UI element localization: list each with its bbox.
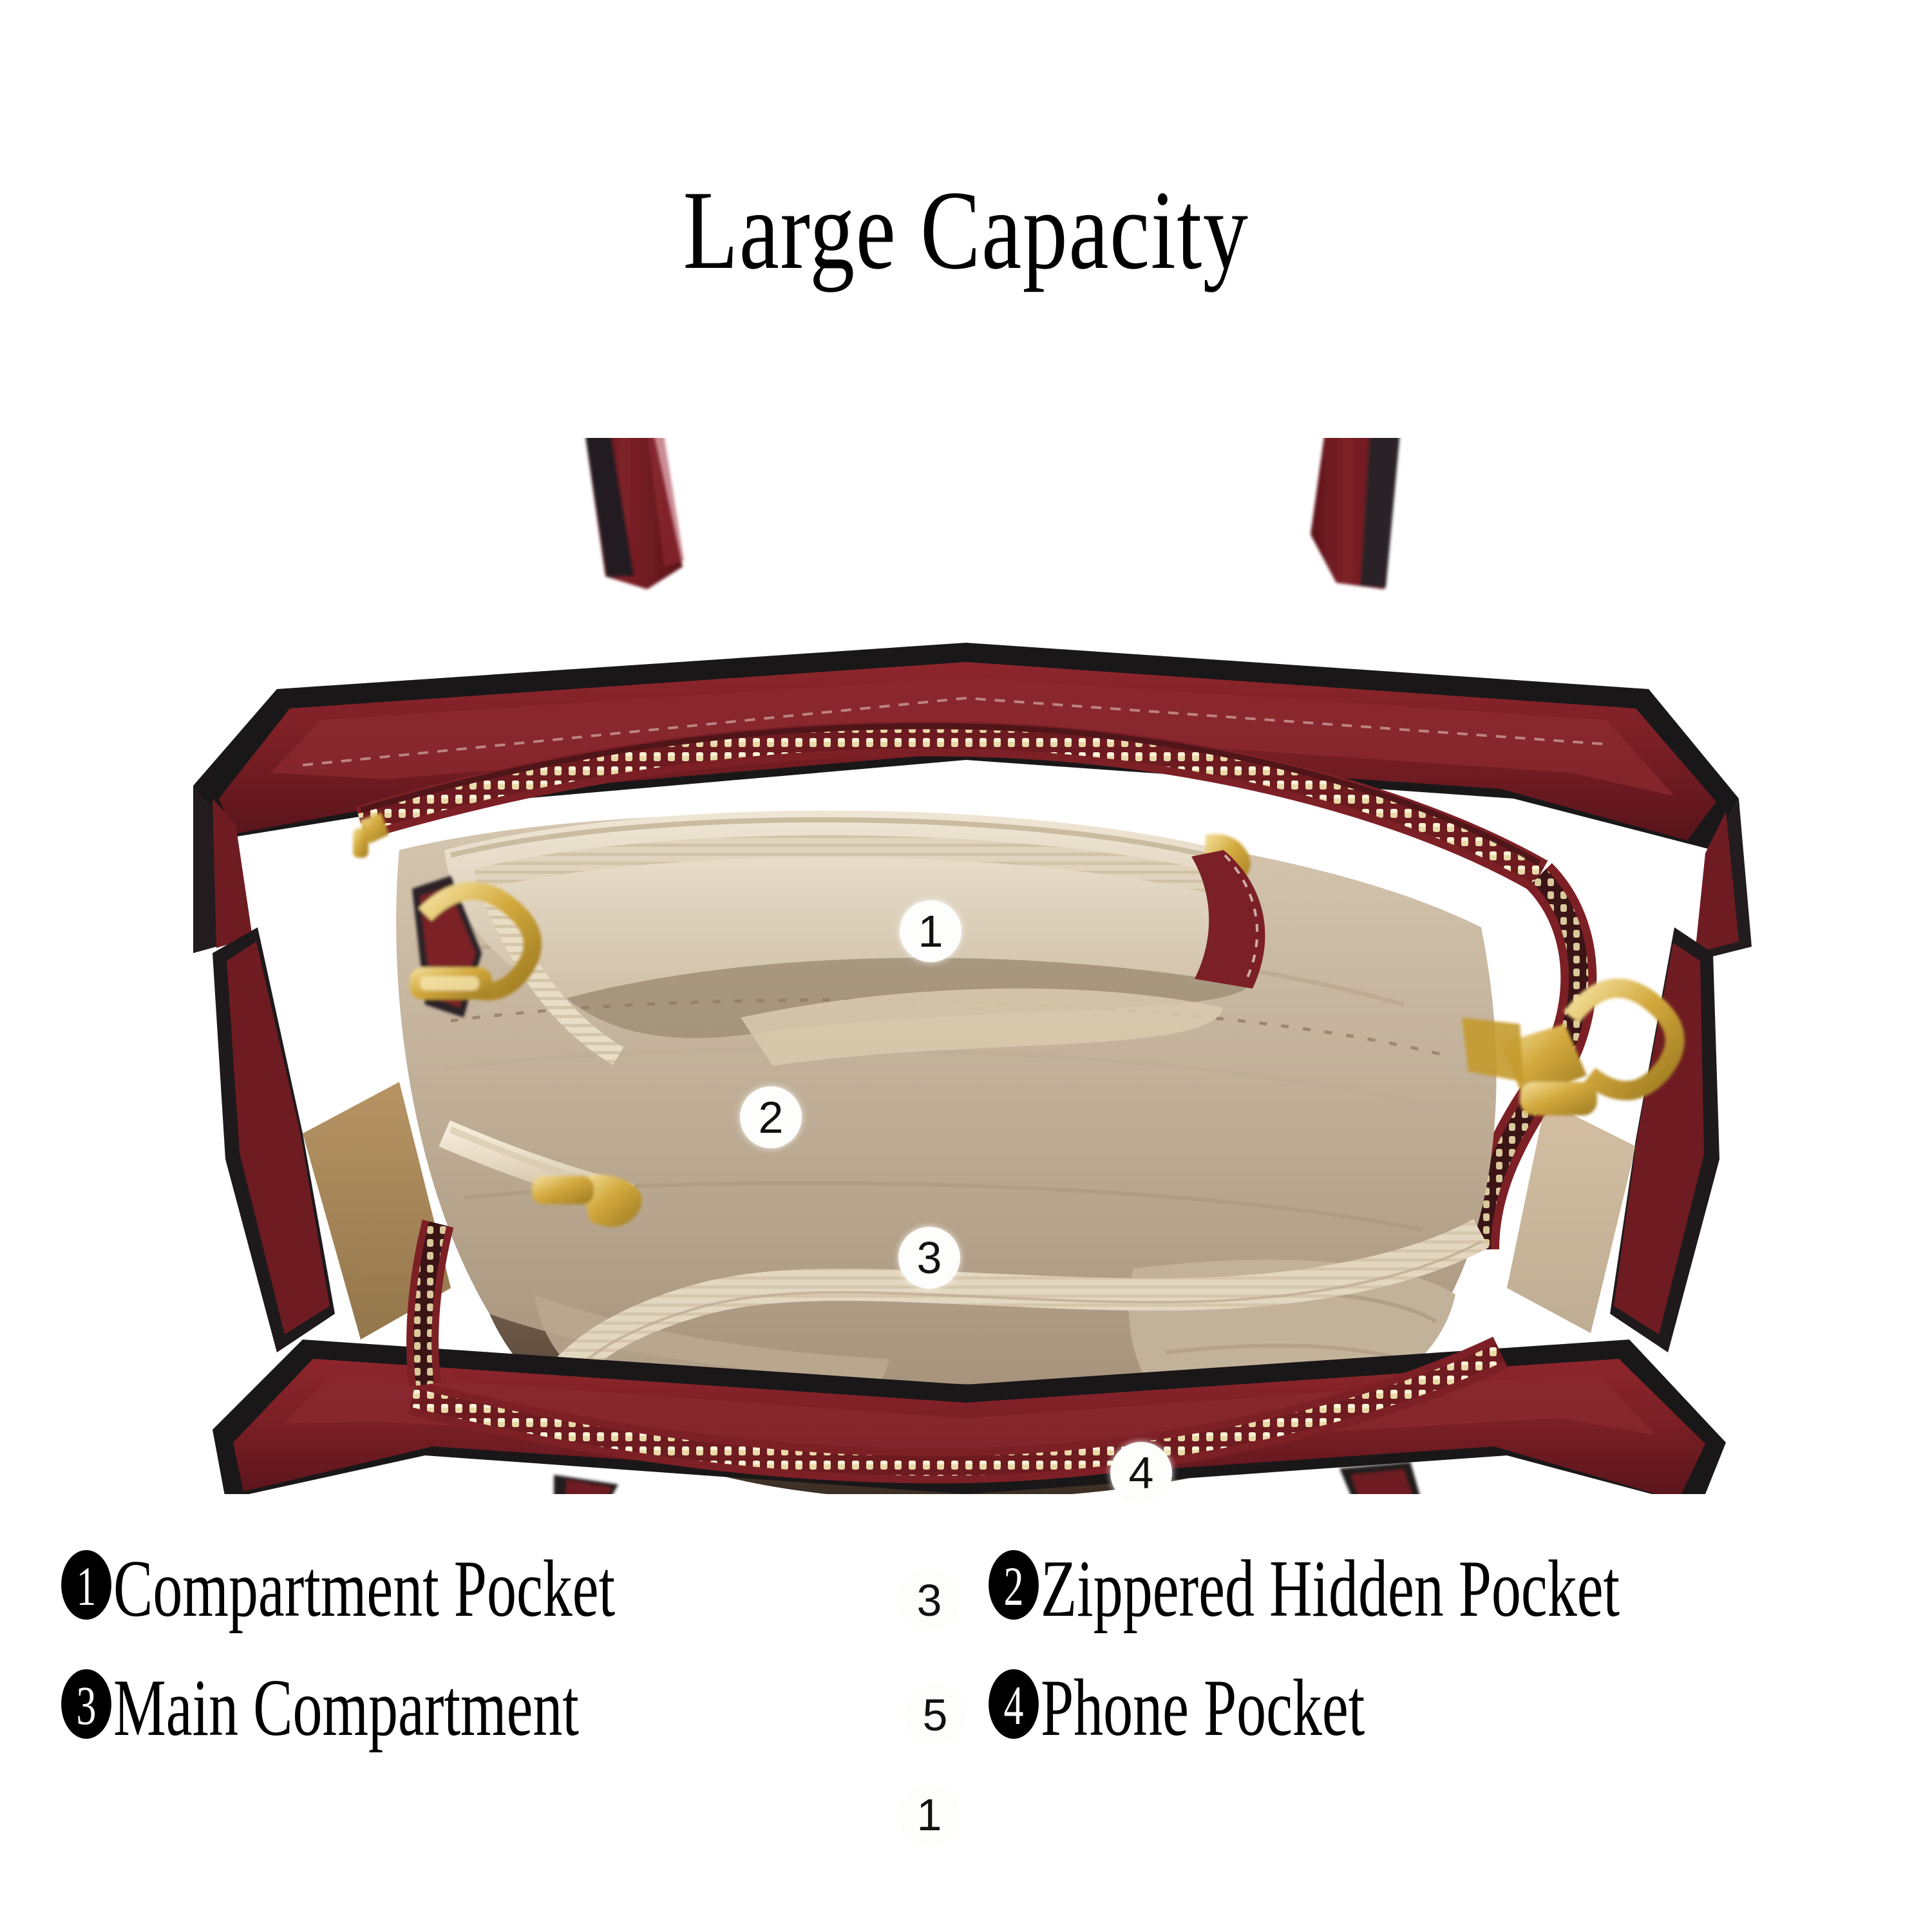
page-title: Large Capacity <box>683 167 1249 292</box>
legend-badge-2: 2 <box>989 1550 1039 1620</box>
phone-pocket-tape <box>541 1218 1489 1395</box>
callout-5: 5 <box>904 1684 966 1746</box>
legend-item-3: 3 Main Compartment <box>52 1662 979 1749</box>
legend-row-1: 1 Compartment Pocket 2 Zippered Hidden P… <box>52 1542 1906 1665</box>
legend: 1 Compartment Pocket 2 Zippered Hidden P… <box>0 1542 1932 1864</box>
center-zipper-divider <box>439 1120 642 1227</box>
product-image: 1 2 3 4 3 5 1 <box>0 438 1932 1846</box>
inner-pocket-upper <box>444 810 1263 1066</box>
handbag-illustration <box>0 438 1932 1494</box>
handle-top-left <box>585 438 684 589</box>
legend-badge-3: 3 <box>61 1669 111 1739</box>
legend-item-2: 2 Zippered Hidden Pocket <box>979 1542 1906 1630</box>
handle-bottom-right <box>1340 1462 1420 1494</box>
legend-label-4: Phone Pocket <box>1041 1663 1365 1753</box>
zipper-bottom-left <box>406 1219 454 1387</box>
callout-1-bottom: 1 <box>898 1784 960 1846</box>
callout-4: 4 <box>1110 1442 1172 1504</box>
legend-item-1: 1 Compartment Pocket <box>52 1542 979 1630</box>
legend-label-2: Zippered Hidden Pocket <box>1041 1544 1620 1634</box>
legend-item-4: 4 Phone Pocket <box>979 1662 1906 1749</box>
legend-badge-1: 1 <box>61 1550 111 1620</box>
zipper-pull-upper-left <box>353 813 389 858</box>
right-side-gusset <box>1507 927 1719 1352</box>
callout-3-top: 3 <box>898 1227 960 1289</box>
legend-label-1: Compartment Pocket <box>113 1544 616 1634</box>
handle-top-right <box>1311 438 1400 589</box>
d-ring-left <box>410 876 542 1018</box>
legend-row-2: 3 Main Compartment 4 Phone Pocket <box>52 1662 1906 1784</box>
d-ring-right <box>1462 978 1685 1115</box>
callout-1-top: 1 <box>900 900 961 962</box>
inner-divider-leather <box>1191 850 1265 989</box>
callout-3-bottom: 3 <box>898 1569 960 1631</box>
legend-badge-4: 4 <box>989 1669 1039 1739</box>
callout-2: 2 <box>740 1086 802 1148</box>
zipper-bottom <box>408 1336 1508 1484</box>
legend-label-3: Main Compartment <box>113 1663 579 1753</box>
handle-bottom-left <box>554 1475 618 1494</box>
zipper-top <box>355 721 1548 891</box>
